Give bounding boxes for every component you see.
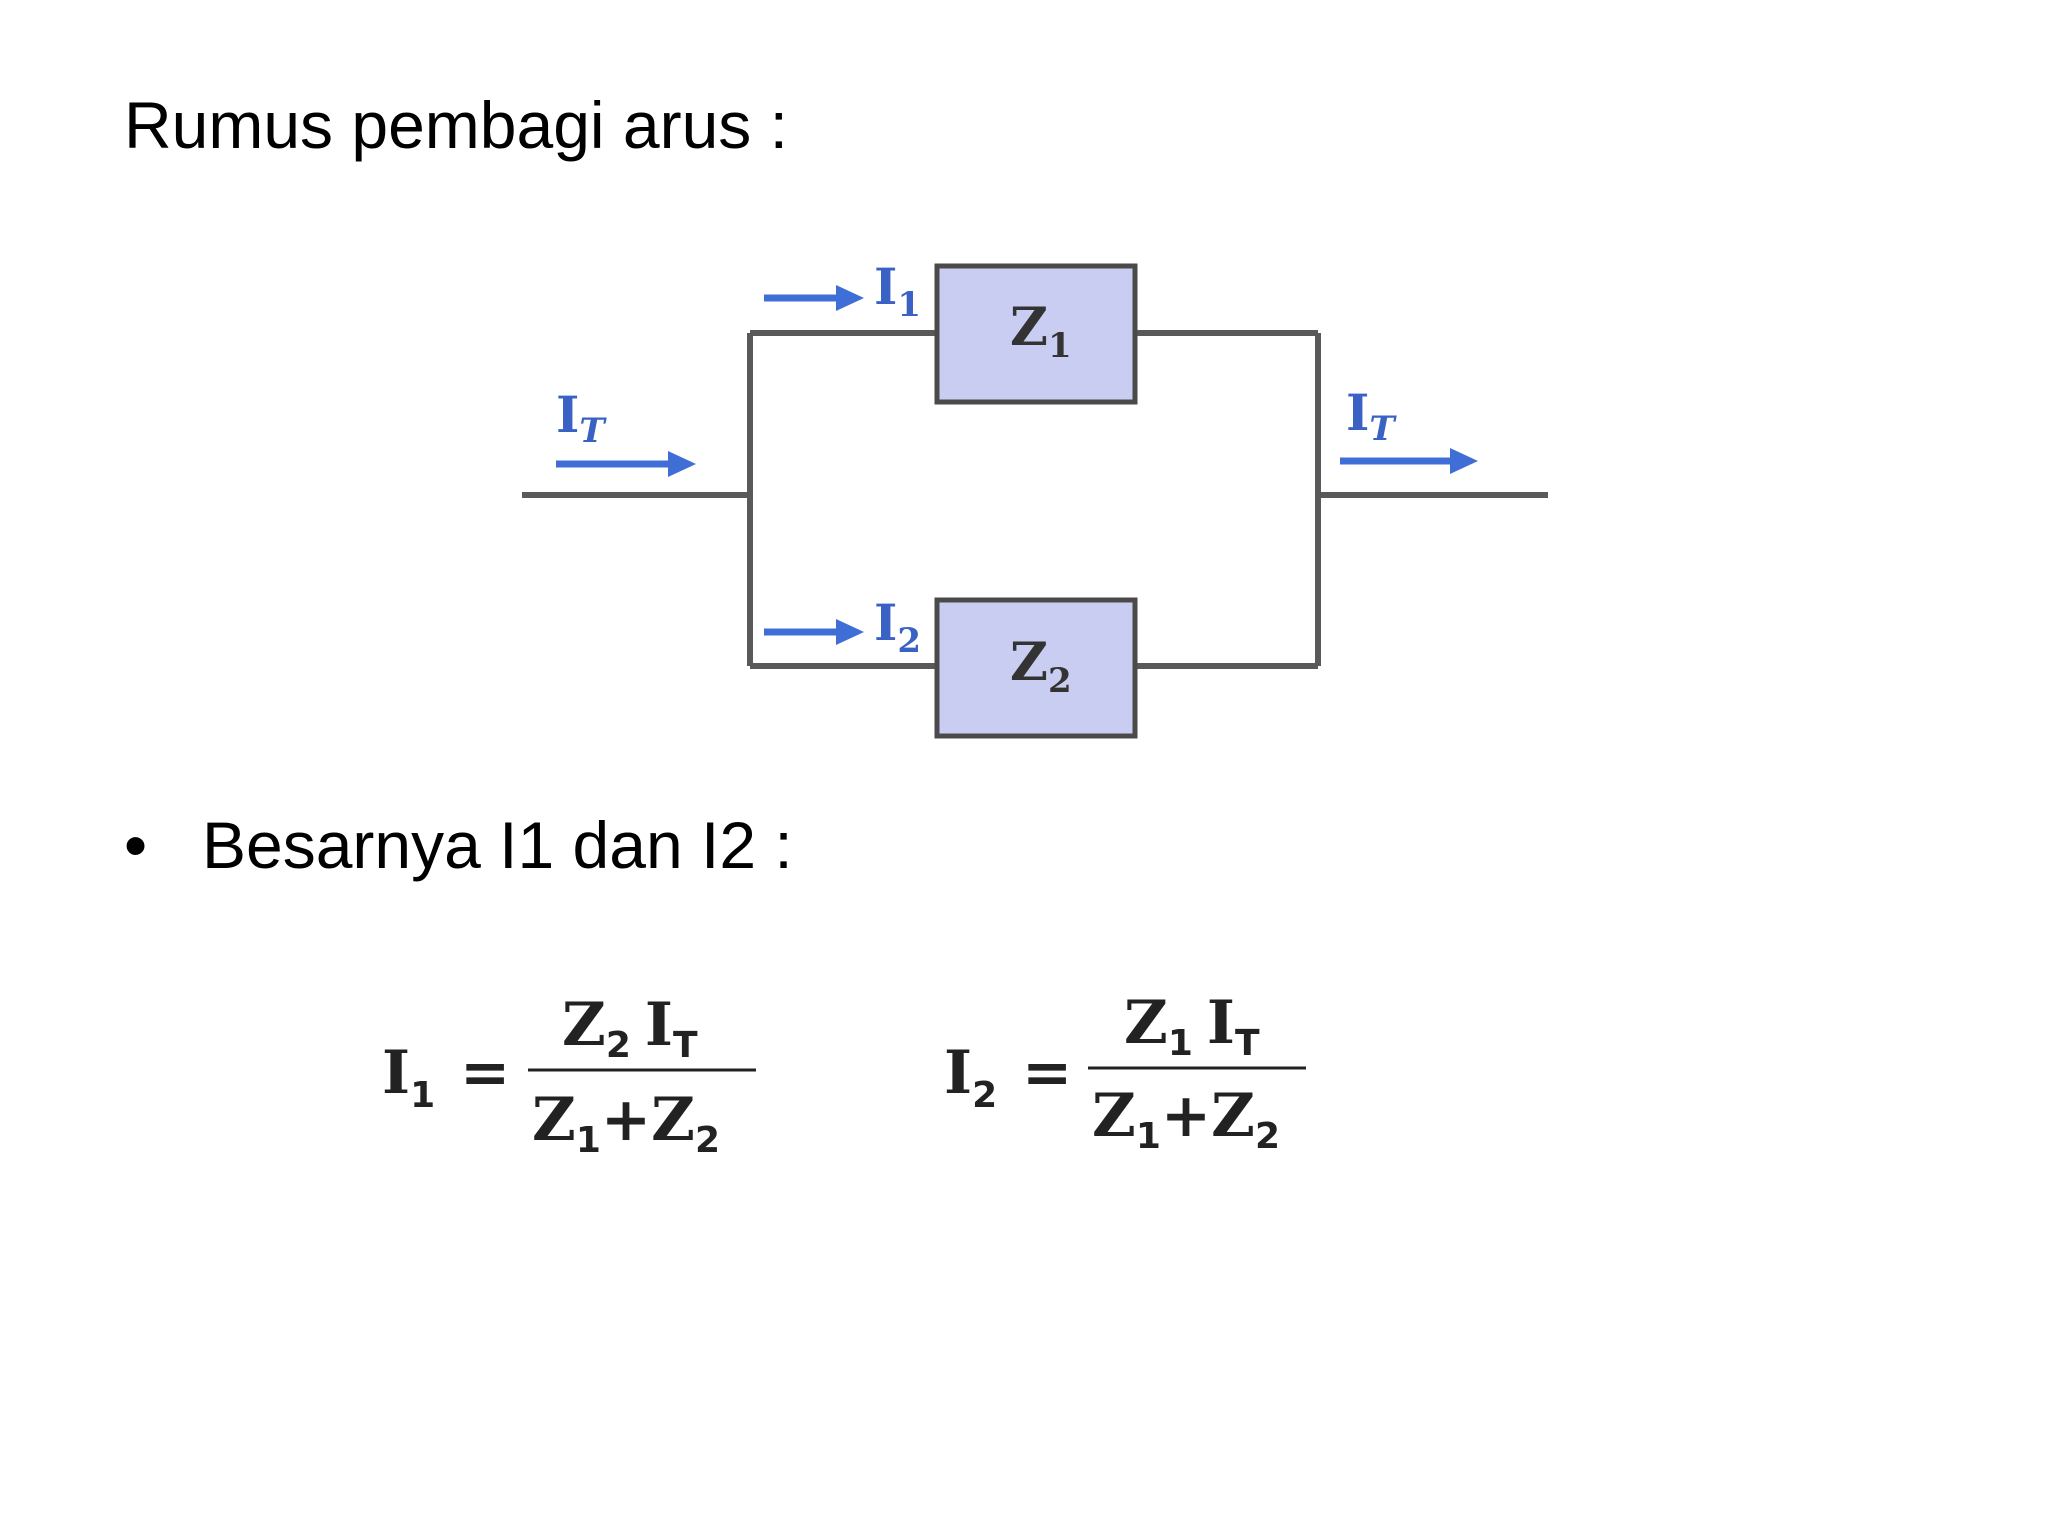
branch2-current-label: I2 <box>874 593 921 661</box>
output-current-arrowhead <box>1450 448 1478 474</box>
output-current-label: IT <box>1346 383 1397 449</box>
branch1-current-label: I1 <box>874 257 921 325</box>
impedance-z1-label: Z1 <box>1010 297 1072 366</box>
bullet-dot: • <box>124 808 148 882</box>
equation-i1-denominator: Z1+Z2 <box>532 1085 720 1161</box>
input-current-label: IT <box>556 385 607 451</box>
bullet-text: Besarnya I1 dan I2 : <box>202 808 793 882</box>
equation-i2-denominator: Z1+Z2 <box>1092 1081 1280 1157</box>
bullet-item: • Besarnya I1 dan I2 : <box>124 812 793 878</box>
equation-i1-equals: = <box>460 1038 510 1108</box>
input-current-arrowhead <box>668 451 696 477</box>
slide-title: Rumus pembagi arus : <box>124 88 788 162</box>
equation-i1-lhs: I1 <box>382 1038 435 1116</box>
impedance-z2-label: Z2 <box>1010 632 1072 701</box>
impedance-z2-box <box>934 597 1138 739</box>
equation-i2-equals: = <box>1022 1038 1072 1108</box>
branch2-current-arrowhead <box>836 619 864 645</box>
impedance-z1-box <box>934 263 1138 405</box>
branch1-current-arrowhead <box>836 285 864 311</box>
equation-i2-lhs: I2 <box>944 1038 997 1116</box>
